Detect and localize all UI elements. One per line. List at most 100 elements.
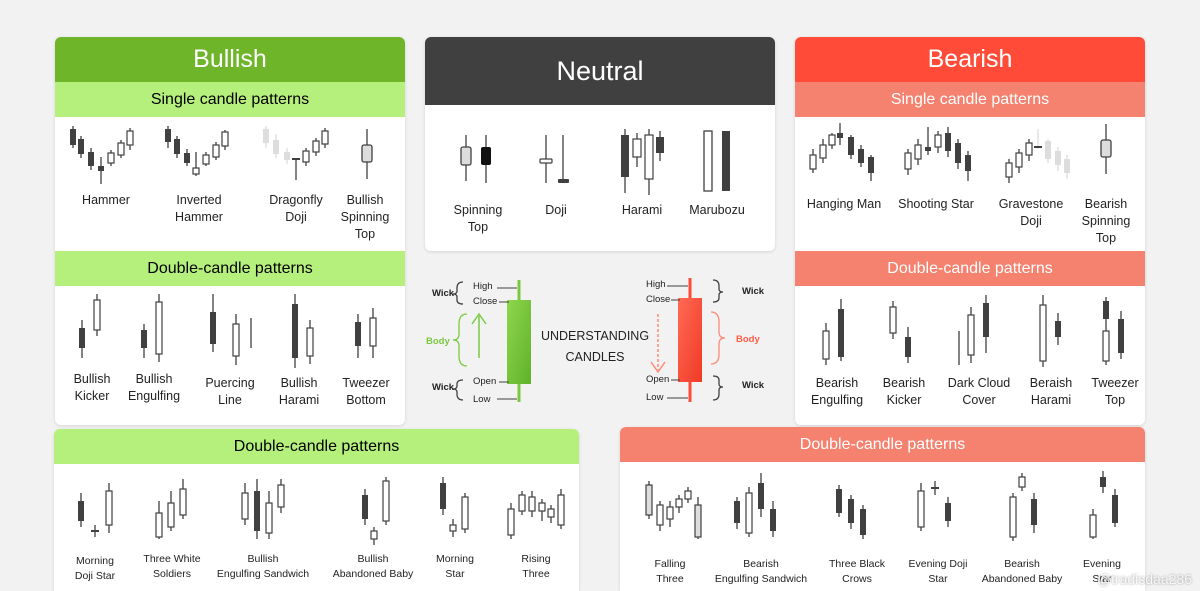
bearish-panel: Bearish Single candle patterns Double-ca…: [795, 37, 1145, 425]
bull-close-label: Close: [473, 296, 498, 307]
bullish-abandoned-baby-icon: [362, 477, 390, 545]
three-black-crows-label: Three Black Crows: [828, 558, 886, 585]
inverted-hammer-label: Inverted Hammer: [175, 193, 223, 224]
bullish-kicker-label: Bullish Kicker: [73, 372, 111, 403]
bearish-harami-label: Beraish Harami: [1029, 376, 1073, 407]
inverted-hammer-icon: [165, 126, 229, 176]
morning-doji-star-label: Morning Doji Star: [74, 555, 116, 582]
bearish-engulfing-sandwich-icon: [734, 473, 776, 537]
bull-low-label: Low: [473, 394, 491, 405]
bottom-bullish-title: Double-candle patterns: [233, 437, 400, 455]
bullish-harami-label: Bullish Harami: [278, 376, 320, 407]
bearish-candle-diagram: [650, 278, 726, 402]
bullish-header: Bullish: [55, 37, 405, 82]
evening-doji-star-label: Evening Doji Star: [908, 558, 968, 585]
marubozu-label: Marubozu: [689, 203, 745, 217]
bearish-engulfing-label: Bearish Engulfing: [810, 376, 864, 407]
bullish-kicker-icon: [79, 294, 101, 358]
bullish-engulfing-sandwich-label: Bullish Engulfing Sandwich: [216, 553, 310, 580]
bear-high-label: High: [646, 279, 666, 290]
spinning-top-icon: [460, 135, 491, 183]
gravestone-doji-icon: [1005, 129, 1070, 183]
bullish-panel: Bullish Single candle patterns Double-ca…: [55, 37, 405, 425]
shooting-star-icon: [904, 127, 971, 181]
bearish-single-title: Single candle patterns: [890, 90, 1050, 108]
dark-cloud-cover-label: Dark Cloud Cover: [947, 376, 1011, 407]
bullish-spinning-top-label: Bullish Spinning Top: [340, 193, 390, 241]
bear-low-label: Low: [646, 392, 664, 403]
bearish-title: Bearish: [927, 45, 1013, 73]
evening-star-label: Evening Star: [1083, 558, 1121, 585]
bullish-title: Bullish: [193, 45, 267, 73]
neutral-title: Neutral: [556, 55, 644, 86]
bearish-harami-icon: [1039, 295, 1061, 367]
bullish-spinning-top-icon: [361, 129, 373, 179]
dark-cloud-cover-icon: [958, 295, 989, 365]
morning-star-label: Morning Star: [436, 553, 474, 580]
bull-body-label: Body: [426, 336, 450, 347]
evening-star-icon: [1089, 471, 1118, 539]
bear-open-label: Open: [646, 374, 670, 385]
marubozu-icon: [703, 130, 730, 192]
three-white-soldiers-icon: [155, 479, 187, 539]
shooting-star-label: Shooting Star: [898, 197, 974, 211]
bullish-candle-diagram: [452, 280, 531, 402]
tweezer-bottom-icon: [355, 308, 377, 358]
harami-label: Harami: [621, 203, 663, 217]
bear-wick-top-label: Wick: [742, 286, 765, 297]
bearish-header: Bearish: [795, 37, 1145, 82]
bull-high-label: High: [473, 281, 493, 292]
hammer-icon: [70, 126, 134, 184]
bull-wick-top-label: Wick: [432, 288, 455, 299]
falling-three-icon: [645, 481, 702, 539]
bear-body-label: Body: [736, 334, 760, 345]
bearish-spinning-top-icon: [1100, 124, 1112, 174]
bearish-abandoned-baby-label: Bearish Abandoned Baby: [981, 558, 1063, 585]
bullish-single-title: Single candle patterns: [150, 90, 310, 108]
bearish-engulfing-icon: [822, 299, 844, 365]
evening-doji-star-icon: [917, 481, 951, 531]
neutral-panel: Neutral Spinning Top Doji Harami Maruboz…: [425, 37, 775, 251]
bull-open-label: Open: [473, 376, 497, 387]
falling-three-label: Falling Three: [654, 558, 686, 585]
understanding-candles-title: UNDERSTANDING CANDLES: [540, 329, 650, 364]
harami-icon: [621, 129, 664, 195]
bottom-bullish-panel: Double-candle patterns Morning Doji Star…: [54, 429, 579, 591]
bearish-spinning-top-label: Bearish Spinning Top: [1081, 197, 1131, 245]
gravestone-doji-label: Gravestone Doji: [998, 197, 1064, 228]
bearish-single-subheader: Single candle patterns: [795, 82, 1145, 117]
bullish-double-subheader: Double-candle patterns: [55, 251, 405, 286]
spinning-top-label: Spinning Top: [453, 203, 503, 234]
morning-doji-star-icon: [78, 483, 113, 537]
three-white-soldiers-label: Three White Soldiers: [143, 553, 201, 580]
bear-wick-bottom-label: Wick: [742, 380, 765, 391]
bullish-double-title: Double-candle patterns: [147, 259, 313, 277]
bear-close-label: Close: [646, 294, 671, 305]
tweezer-top-icon: [1102, 297, 1124, 365]
bearish-double-subheader: Double-candle patterns: [795, 251, 1145, 286]
bottom-bullish-subheader: Double-candle patterns: [54, 429, 579, 464]
three-black-crows-icon: [836, 485, 866, 539]
bearish-double-title: Double-candle patterns: [887, 259, 1053, 277]
dragonfly-doji-label: Dragonfly Doji: [269, 193, 323, 224]
hanging-man-label: Hanging Man: [806, 197, 882, 211]
piercing-line-icon: [210, 294, 252, 365]
bull-wick-bottom-label: Wick: [432, 382, 455, 393]
neutral-header: Neutral: [425, 37, 775, 105]
bearish-kicker-icon: [889, 301, 911, 363]
doji-label: Doji: [545, 203, 567, 217]
rising-three-label: Rising Three: [521, 553, 551, 580]
bullish-harami-icon: [292, 294, 314, 368]
rising-three-icon: [507, 489, 565, 539]
bullish-engulfing-sandwich-icon: [241, 479, 285, 539]
morning-star-icon: [440, 477, 469, 537]
watermark: @tradisdaa286: [1096, 571, 1192, 587]
tweezer-bottom-label: Tweezer Bottom: [342, 376, 390, 407]
bottom-bearish-subheader: Double-candle patterns: [620, 427, 1145, 462]
hammer-label: Hammer: [82, 193, 130, 207]
bearish-kicker-label: Bearish Kicker: [882, 376, 926, 407]
dragonfly-doji-icon: [263, 126, 329, 180]
bearish-engulfing-sandwich-label: Bearish Engulfing Sandwich: [714, 558, 808, 585]
doji-icon: [539, 135, 569, 183]
piercing-line-label: Puercing Line: [205, 376, 255, 407]
